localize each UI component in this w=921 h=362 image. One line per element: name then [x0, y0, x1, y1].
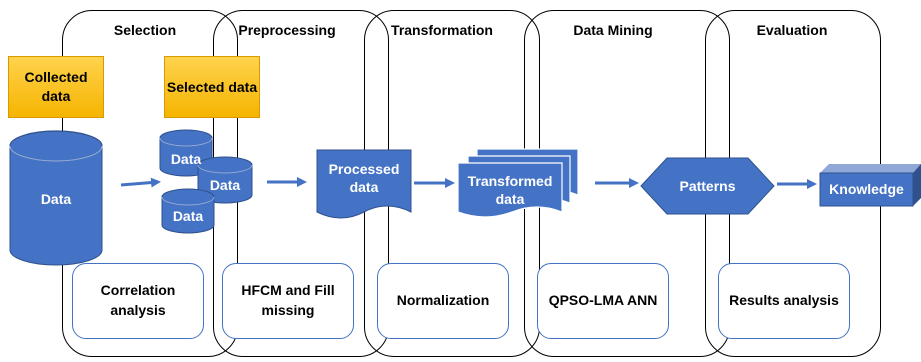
- processed-data-document: [316, 149, 412, 219]
- method-box-correlation: Correlation analysis: [72, 263, 204, 339]
- data-cylinder-main: [9, 130, 103, 266]
- data-cylinder-3-label: Data: [172, 208, 204, 224]
- stage-title-selection: Selection: [113, 22, 177, 38]
- data-cylinder-2-label: Data: [209, 177, 241, 193]
- method-box-hfcm: HFCM and Fill missing: [222, 263, 354, 339]
- method-box-qpso: QPSO-LMA ANN: [537, 263, 669, 339]
- data-cylinder-1-label: Data: [170, 151, 202, 167]
- transformed-data-documents: [457, 148, 579, 218]
- stage-title-data-mining: Data Mining: [573, 22, 653, 38]
- data-main-label: Data: [40, 191, 72, 207]
- knowledge-box: [819, 164, 921, 207]
- selected-data-label: Selected data: [164, 56, 260, 118]
- patterns-hexagon: [640, 157, 775, 215]
- stage-title-transformation: Transformation: [391, 22, 493, 38]
- stage-title-evaluation: Evaluation: [756, 22, 828, 38]
- arrow-1: [120, 177, 161, 188]
- transformed-data-label: Transformed data: [467, 173, 553, 208]
- collected-data-label: Collected data: [8, 56, 104, 118]
- stage-title-preprocessing: Preprocessing: [238, 22, 336, 38]
- data-cylinder-3: [161, 188, 215, 234]
- method-box-normalization: Normalization: [377, 263, 509, 339]
- method-box-results: Results analysis: [718, 263, 850, 339]
- knowledge-label: Knowledge: [829, 181, 904, 197]
- processed-data-label: Processed data: [328, 161, 400, 196]
- patterns-label: Patterns: [679, 178, 736, 194]
